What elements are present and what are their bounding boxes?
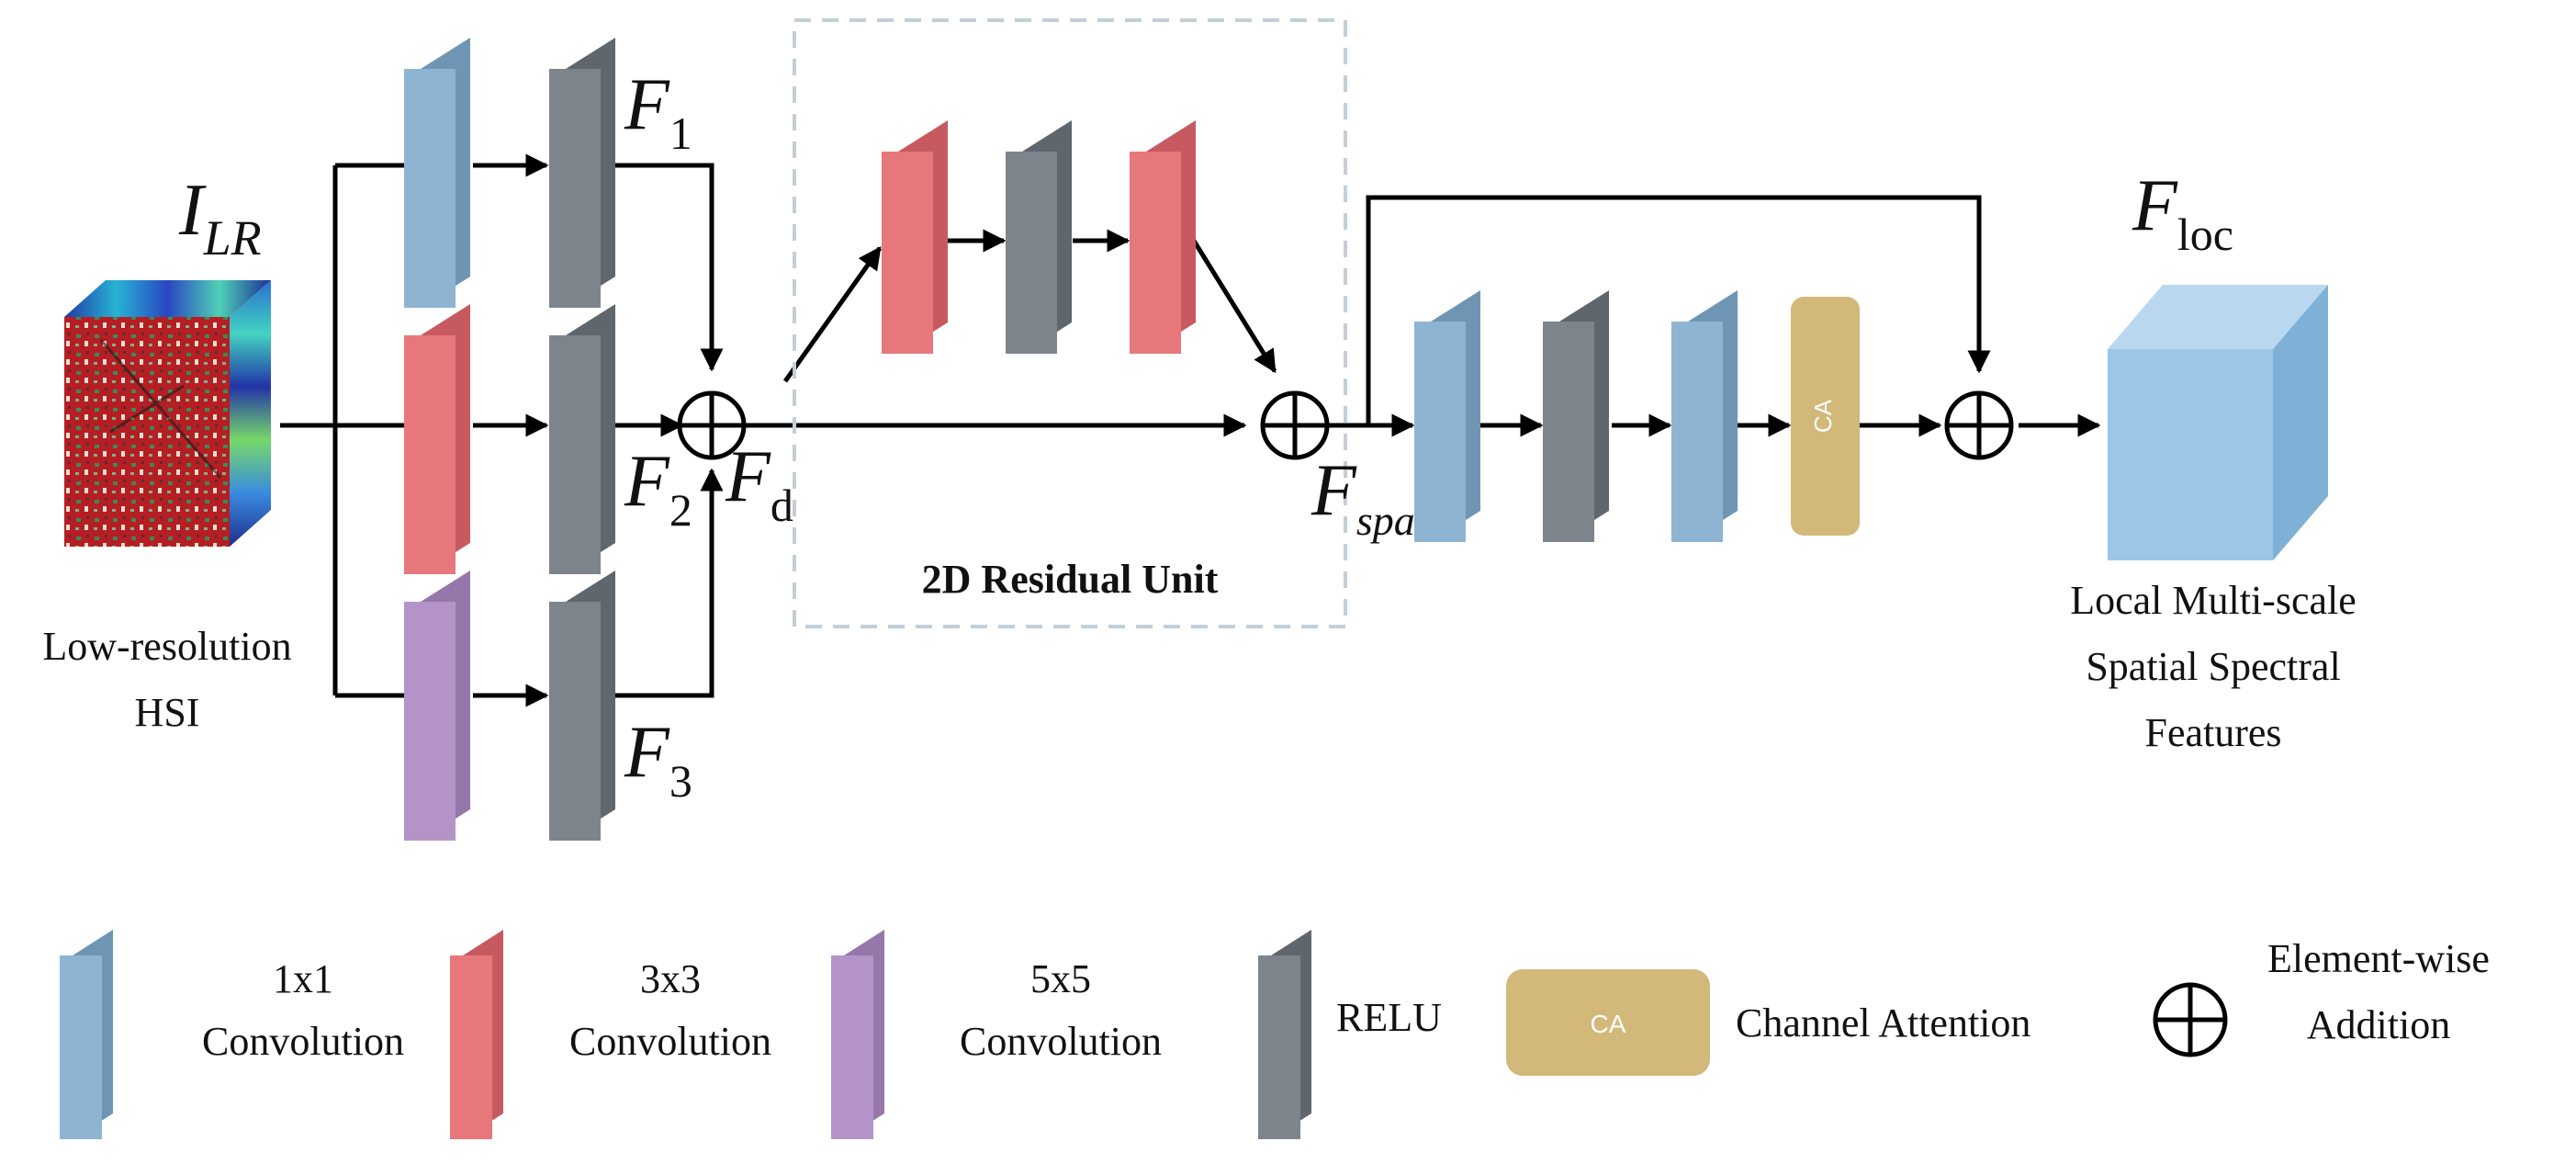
arrow-f1-to-add <box>615 163 724 372</box>
ca-swatch <box>1506 969 1710 1076</box>
legend-conv-5x5: 5x5 Convolution <box>831 930 1162 1139</box>
legend-conv-1x1-line1: 1x1 <box>273 956 333 1001</box>
addition-nodes <box>677 390 2014 460</box>
legend-conv-3x3-line1: 3x3 <box>640 956 701 1001</box>
legend-conv-1x1-line2: Convolution <box>202 1019 404 1064</box>
input-label-line2: HSI <box>135 690 200 735</box>
input-symbol: ILR <box>178 170 262 266</box>
arrow-into-residual <box>782 245 883 383</box>
legend-conv-3x3: 3x3 Convolution <box>450 930 771 1139</box>
element-wise-addition-icon <box>677 390 747 460</box>
conv-3x3-swatch <box>450 930 503 1139</box>
conv-1x1-block <box>404 38 470 308</box>
feature-f1-label: F1 <box>624 64 692 159</box>
legend-conv-5x5-line2: Convolution <box>960 1019 1162 1064</box>
relu-block <box>1006 120 1072 354</box>
conv-1x1-block <box>1671 290 1738 542</box>
feature-fd-label: Fd <box>725 436 793 531</box>
feature-f2-label: F2 <box>624 441 692 536</box>
hsi-cube-icon <box>64 280 271 547</box>
legend-relu: RELU <box>1258 930 1442 1139</box>
conv-3x3-block <box>1130 120 1196 354</box>
output-label-line1: Local Multi-scale <box>2070 578 2357 623</box>
legend-conv-1x1: 1x1 Convolution <box>60 930 404 1139</box>
legend-ca-label: Channel Attention <box>1736 1000 2030 1045</box>
output-label-line3: Features <box>2144 710 2281 755</box>
output-cube-icon <box>2108 285 2328 560</box>
conv-3x3-block <box>882 120 948 354</box>
relu-block <box>549 304 615 574</box>
relu-block <box>549 38 615 308</box>
input-label-line1: Low-resolution <box>42 624 291 669</box>
legend-conv-3x3-line2: Convolution <box>569 1019 771 1064</box>
element-wise-addition-icon <box>1944 390 2014 460</box>
arrow-out-of-residual <box>1191 239 1277 374</box>
element-wise-addition-icon <box>1260 390 1330 460</box>
conv-1x1-swatch <box>60 930 113 1139</box>
relu-block <box>1543 290 1609 542</box>
legend-ca-box-label: CA <box>1591 1010 1626 1038</box>
residual-unit-title: 2D Residual Unit <box>922 557 1219 602</box>
legend-conv-5x5-line1: 5x5 <box>1030 956 1091 1001</box>
feature-floc-label: Floc <box>2132 165 2233 260</box>
legend-add-line1: Element-wise <box>2267 936 2490 981</box>
arrow-f3-to-add <box>615 468 724 698</box>
conv-3x3-block <box>404 304 470 574</box>
residual-unit-box <box>793 18 1347 628</box>
relu-swatch <box>1258 930 1311 1139</box>
ca-label: CA <box>1809 399 1837 433</box>
feature-fspa-label: Fspa <box>1310 450 1415 544</box>
blocks: CA <box>404 38 1860 841</box>
legend-element-wise-addition: Element-wise Addition <box>2153 936 2490 1057</box>
conv-5x5-block <box>404 571 470 841</box>
arrow-global-skip <box>1366 195 1991 425</box>
legend-channel-attention: CA Channel Attention <box>1506 969 2030 1076</box>
conv-1x1-block <box>1414 290 1480 542</box>
feature-f3-label: F3 <box>624 712 692 807</box>
element-wise-addition-icon <box>2153 982 2228 1057</box>
connections <box>280 153 2101 707</box>
legend-add-line2: Addition <box>2307 1002 2450 1047</box>
legend-relu-label: RELU <box>1336 995 1442 1040</box>
relu-block <box>549 571 615 841</box>
output-label-line2: Spatial Spectral <box>2086 644 2340 689</box>
channel-attention-block: CA <box>1791 297 1860 536</box>
legend: 1x1 Convolution 3x3 Convolution 5x5 Conv… <box>60 930 2490 1139</box>
conv-5x5-swatch <box>831 930 884 1139</box>
